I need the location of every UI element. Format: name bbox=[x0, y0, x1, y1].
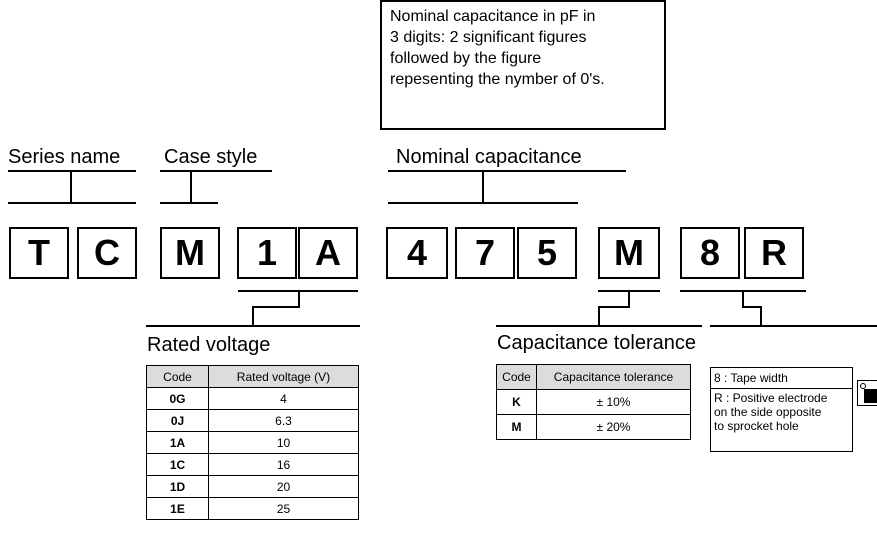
column-header: Capacitance tolerance bbox=[536, 364, 691, 390]
rated-voltage-bracket-mid bbox=[252, 306, 300, 308]
heading-series-name: Series name bbox=[8, 146, 121, 168]
voltage-value: 16 bbox=[208, 453, 359, 476]
rated-voltage-bracket-base bbox=[146, 325, 360, 327]
sprocket-hole-icon bbox=[860, 383, 866, 389]
case-style-bracket-line bbox=[160, 170, 272, 172]
tolerance-bracket-base bbox=[496, 325, 702, 327]
series-name-bracket-stem bbox=[70, 171, 72, 203]
tape-diagram-icon bbox=[857, 380, 877, 406]
positive-electrode-line: to sprocket hole bbox=[714, 419, 799, 433]
rated-voltage-bracket-stem-top bbox=[298, 291, 300, 307]
nominal-capacitance-note: Nominal capacitance in pF in 3 digits: 2… bbox=[380, 0, 666, 130]
voltage-value: 4 bbox=[208, 387, 359, 410]
column-header: Code bbox=[496, 364, 537, 390]
tolerance-bracket-mid bbox=[598, 306, 630, 308]
tolerance-value: ± 10% bbox=[536, 389, 691, 415]
code-char-box: 8 bbox=[680, 227, 740, 279]
positive-electrode-note: R : Positive electrode on the side oppos… bbox=[711, 389, 852, 433]
table-row: 0J 6.3 bbox=[146, 409, 359, 432]
rated-voltage-table: Code Rated voltage (V) 0G 4 0J 6.3 1A 10… bbox=[146, 365, 359, 520]
voltage-code: 1C bbox=[146, 453, 209, 476]
note-line: 3 digits: 2 significant figures bbox=[390, 29, 587, 46]
code-char-box: 5 bbox=[517, 227, 577, 279]
voltage-code: 1D bbox=[146, 475, 209, 498]
code-char-box: 4 bbox=[386, 227, 448, 279]
code-char-box: A bbox=[298, 227, 358, 279]
voltage-code: 1E bbox=[146, 497, 209, 520]
code-char-box: M bbox=[598, 227, 660, 279]
table-row: 0G 4 bbox=[146, 387, 359, 410]
table-row: 1A 10 bbox=[146, 431, 359, 454]
table-row: 1C 16 bbox=[146, 453, 359, 476]
tape-bracket-stem-top bbox=[742, 291, 744, 307]
series-name-bracket-base bbox=[8, 202, 136, 204]
tolerance-value: ± 20% bbox=[536, 414, 691, 440]
code-char-box: R bbox=[744, 227, 804, 279]
column-header: Code bbox=[146, 365, 209, 388]
voltage-value: 25 bbox=[208, 497, 359, 520]
capacitance-bracket-stem bbox=[482, 171, 484, 203]
series-name-bracket-line bbox=[8, 170, 136, 172]
table-header-row: Code Rated voltage (V) bbox=[146, 365, 359, 388]
tape-bracket-base bbox=[710, 325, 877, 327]
rated-voltage-bracket-stem-bottom bbox=[252, 306, 254, 326]
table-row: 1D 20 bbox=[146, 475, 359, 498]
voltage-code: 1A bbox=[146, 431, 209, 454]
note-line: repesenting the nymber of 0's. bbox=[390, 71, 605, 88]
code-char-box: 1 bbox=[237, 227, 297, 279]
note-line: followed by the figure bbox=[390, 50, 542, 67]
heading-nominal-capacitance: Nominal capacitance bbox=[396, 146, 582, 168]
tape-bracket-stem-bottom bbox=[760, 306, 762, 326]
voltage-value: 6.3 bbox=[208, 409, 359, 432]
positive-electrode-line: on the side opposite bbox=[714, 405, 822, 419]
code-char-box: T bbox=[9, 227, 69, 279]
code-char-box: 7 bbox=[455, 227, 515, 279]
case-style-bracket-stem bbox=[190, 171, 192, 203]
tolerance-code: M bbox=[496, 414, 537, 440]
tolerance-bracket-stem-top bbox=[628, 291, 630, 307]
code-char-box: C bbox=[77, 227, 137, 279]
voltage-value: 20 bbox=[208, 475, 359, 498]
column-header: Rated voltage (V) bbox=[208, 365, 359, 388]
table-row: 1E 25 bbox=[146, 497, 359, 520]
tolerance-code: K bbox=[496, 389, 537, 415]
tolerance-bracket-stem-bottom bbox=[598, 306, 600, 326]
tolerance-table: Code Capacitance tolerance K ± 10% M ± 2… bbox=[496, 364, 691, 440]
voltage-value: 10 bbox=[208, 431, 359, 454]
heading-case-style: Case style bbox=[164, 146, 258, 168]
tape-info-box: 8 : Tape width R : Positive electrode on… bbox=[710, 367, 853, 452]
capacitance-bracket-base bbox=[388, 202, 578, 204]
table-header-row: Code Capacitance tolerance bbox=[496, 364, 691, 390]
heading-capacitance-tolerance: Capacitance tolerance bbox=[497, 332, 697, 354]
table-row: K ± 10% bbox=[496, 389, 691, 415]
voltage-code: 0J bbox=[146, 409, 209, 432]
electrode-icon bbox=[864, 389, 877, 403]
tape-width-label: 8 : Tape width bbox=[711, 368, 852, 389]
capacitance-bracket-line bbox=[388, 170, 626, 172]
tape-bracket-mid bbox=[742, 306, 762, 308]
table-row: M ± 20% bbox=[496, 414, 691, 440]
case-style-bracket-base bbox=[160, 202, 218, 204]
voltage-code: 0G bbox=[146, 387, 209, 410]
positive-electrode-line: R : Positive electrode bbox=[714, 391, 828, 405]
note-line: Nominal capacitance in pF in bbox=[390, 8, 596, 25]
code-char-box: M bbox=[160, 227, 220, 279]
heading-rated-voltage: Rated voltage bbox=[147, 334, 271, 356]
